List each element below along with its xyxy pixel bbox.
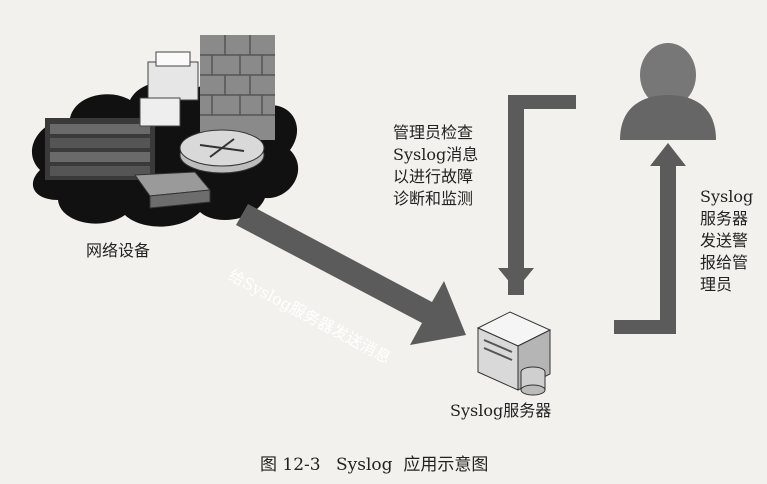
admin-check-line-3: 以进行故障: [393, 167, 474, 186]
figure-number: 图 12-3: [260, 455, 321, 475]
send-message-arrow: [236, 204, 466, 345]
admin-check-arrow: [498, 95, 576, 295]
server-alert-line-3: 发送警: [700, 231, 749, 250]
server-alert-line-5: 理员: [700, 275, 733, 294]
admin-check-line-4: 诊断和监测: [393, 189, 474, 208]
administrator-icon: [620, 43, 716, 140]
server-alert-line-2: 服务器: [700, 209, 749, 228]
admin-check-line-1: 管理员检查: [393, 123, 474, 142]
server-alert-line-1: Syslog: [700, 187, 754, 206]
admin-check-line-2: Syslog消息: [393, 145, 479, 164]
network-devices-label: 网络设备: [86, 241, 151, 260]
alert-admin-arrow: [614, 143, 686, 334]
syslog-server-label: Syslog服务器: [450, 401, 552, 420]
admin-check-label: 管理员检查 Syslog消息 以进行故障 诊断和监测: [393, 122, 503, 210]
server-icon: [476, 311, 552, 396]
network-devices-icon: [31, 35, 299, 227]
server-alert-line-4: 报给管: [700, 253, 749, 272]
figure-title: Syslog 应用示意图: [336, 455, 489, 475]
server-alert-label: Syslog 服务器 发送警 报给管 理员: [700, 186, 760, 296]
figure-caption: 图 12-3 Syslog 应用示意图: [260, 454, 498, 476]
